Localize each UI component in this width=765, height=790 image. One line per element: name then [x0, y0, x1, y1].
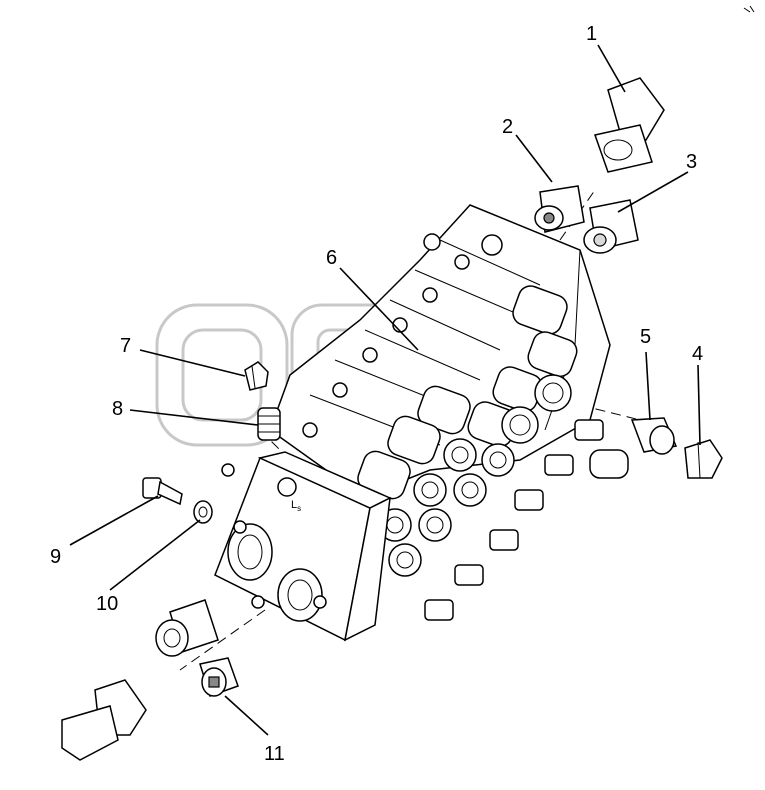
part-3-fitting — [583, 199, 639, 254]
callout-8: 8 — [112, 398, 123, 420]
valve-stack-body — [269, 204, 629, 621]
part-11-plug — [199, 657, 239, 697]
callout-10: 10 — [96, 593, 118, 615]
callout-3: 3 — [686, 151, 697, 173]
callout-7: 7 — [120, 335, 131, 357]
connector-plugs — [424, 419, 629, 621]
callout-2: 2 — [502, 116, 513, 138]
callout-5: 5 — [640, 326, 651, 348]
part-8-fitting — [257, 407, 281, 441]
solenoid-coils — [357, 285, 578, 577]
corner-mark — [743, 5, 755, 13]
part-10-washer — [193, 500, 213, 524]
part-1-elbow — [594, 77, 665, 173]
callout-labels: 1 2 3 4 5 6 7 8 9 10 11 — [50, 23, 703, 765]
lower-fitting — [61, 599, 219, 761]
part-9-bolt — [142, 477, 183, 506]
leader-lines — [69, 44, 701, 736]
top-fittings — [302, 233, 503, 438]
part-5-fitting — [630, 417, 678, 455]
callout-6: 6 — [326, 247, 337, 269]
port-marking: Ls — [291, 499, 301, 513]
callout-4: 4 — [692, 343, 703, 365]
callout-11: 11 — [264, 743, 285, 765]
part-7-nut — [244, 361, 269, 391]
callout-1: 1 — [586, 23, 597, 45]
manifold-block: Ls — [214, 451, 392, 642]
callout-9: 9 — [50, 546, 61, 568]
part-4-cap — [684, 439, 723, 479]
part-2-fitting — [534, 185, 585, 233]
